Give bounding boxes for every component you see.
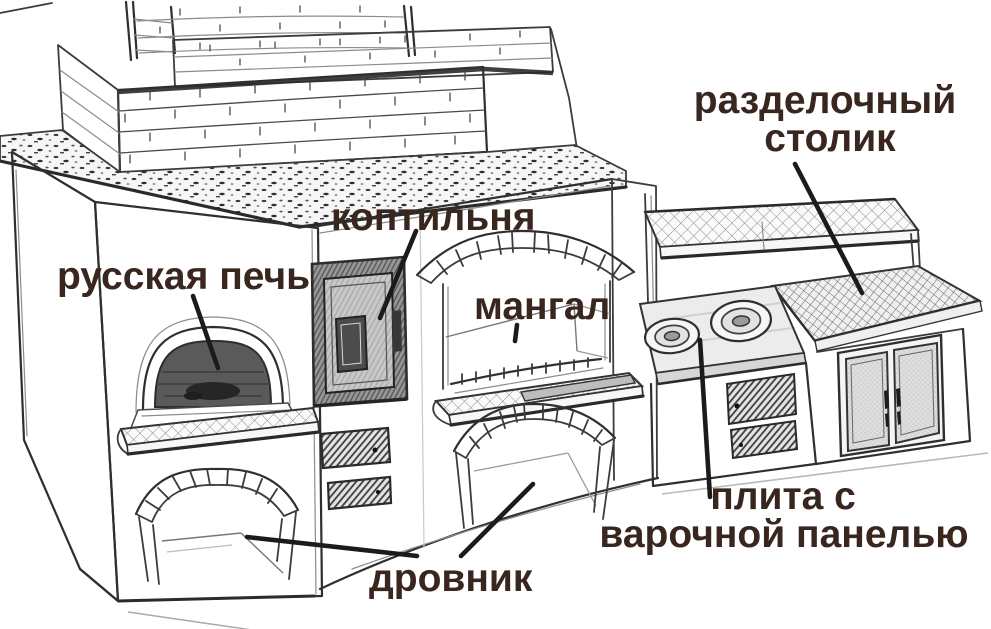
pointer-hob (697, 337, 713, 500)
label-wood-storage: дровник (369, 557, 533, 600)
label-russian-stove: русская печь (57, 255, 310, 298)
label-cutting-table-line2: столик (764, 117, 896, 160)
pointer-smokehouse (377, 228, 419, 321)
mangal-arch (415, 229, 636, 284)
pointer-mangal (512, 322, 520, 344)
back-ledge (643, 197, 921, 273)
pointer-lines (190, 161, 865, 559)
stove-shelf (116, 406, 321, 456)
worktable-drawing (638, 193, 989, 495)
label-hob-line1: плита с (710, 475, 856, 518)
table-cabinet (814, 327, 972, 466)
burner-left (643, 317, 701, 355)
oven-opening (129, 316, 299, 429)
cabinet-door-left (844, 350, 891, 453)
smoker-box (310, 255, 409, 408)
mangal-wood-arch (452, 402, 617, 529)
label-mangal: мангал (474, 285, 610, 328)
cabinet-door-right (892, 341, 941, 445)
labels: разделочный столик коптильня русская печ… (57, 79, 969, 600)
smoker-window (334, 314, 369, 374)
smokehouse-wall-drawing (310, 177, 660, 591)
label-smokehouse: коптильня (331, 196, 536, 239)
pointer-wood-storage-left (244, 534, 420, 559)
smoker-latch (392, 310, 402, 352)
pointer-cutting-table (792, 161, 865, 296)
cabinet-handles (884, 388, 901, 427)
firebox-doors (319, 426, 393, 511)
stove-wood-arch (134, 467, 300, 585)
hob-top (638, 284, 807, 386)
label-hob-line2: варочной панелью (599, 513, 968, 556)
hob-cabinet-front (649, 361, 818, 488)
burner-right (709, 299, 773, 343)
mangal-drawing (415, 229, 645, 529)
russian-stove-drawing (10, 150, 324, 629)
label-cutting-table-line1: разделочный (694, 79, 956, 122)
chimney-drawing (0, 0, 417, 62)
pointer-russian-stove (190, 293, 221, 371)
pointer-wood-storage-right (458, 481, 536, 559)
cutting-table-top (770, 264, 983, 352)
mangal-grate (449, 357, 604, 394)
